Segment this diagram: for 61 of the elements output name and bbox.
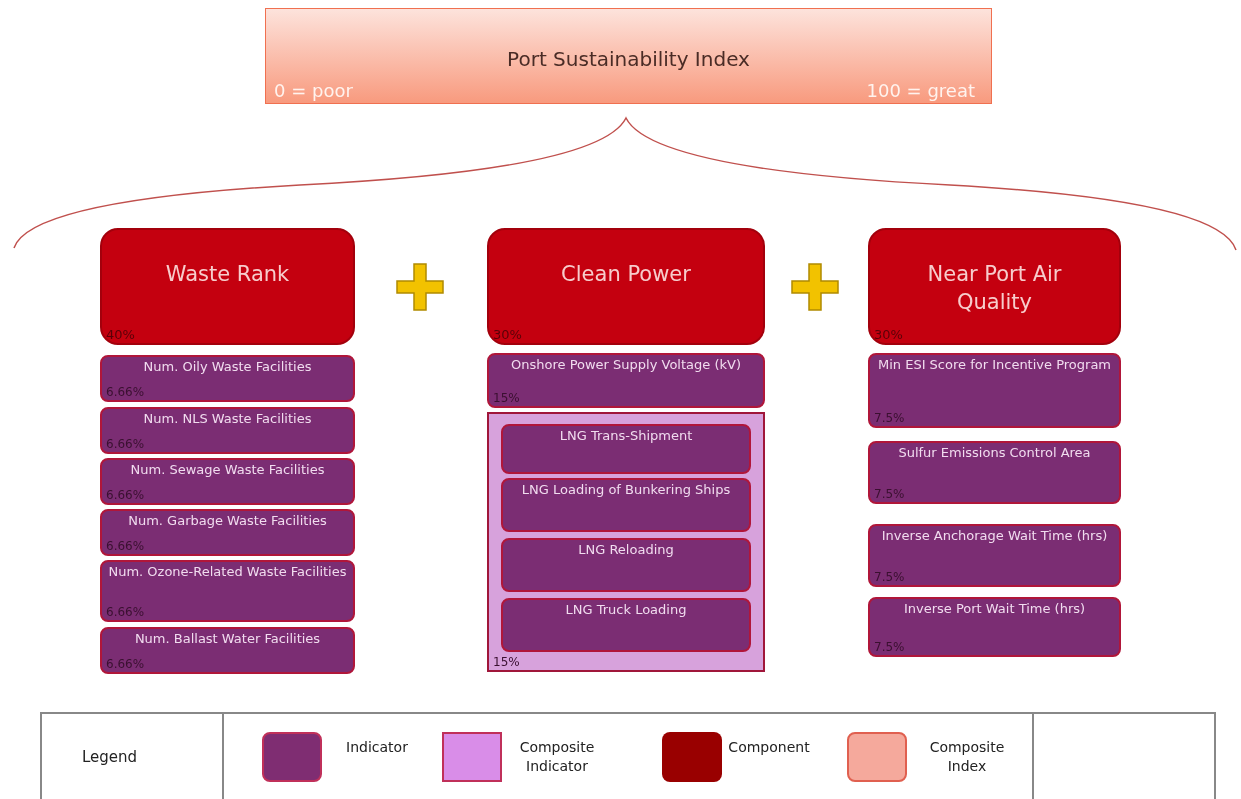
weight-label: 6.66%	[106, 437, 145, 451]
indicator-name: Inverse Port Wait Time (hrs)	[902, 601, 1087, 617]
indicator-name: Num. Oily Waste Facilities	[142, 359, 313, 375]
indicator-box	[868, 353, 1121, 428]
component-box	[868, 228, 1121, 345]
weight-label: 15%	[493, 655, 520, 669]
indicator-box	[100, 509, 355, 556]
indicator-name: Onshore Power Supply Voltage (kV)	[510, 357, 742, 373]
indicator-name: LNG Trans-Shipment	[558, 428, 694, 444]
composite-indicator-box	[487, 412, 765, 672]
scale-label: 0 = poor	[274, 80, 353, 101]
indicator-name: Inverse Anchorage Wait Time (hrs)	[880, 528, 1109, 544]
weight-label: 6.66%	[106, 385, 145, 399]
indicator-name: LNG Loading of Bunkering Ships	[520, 482, 732, 498]
indicator-box	[868, 524, 1121, 587]
indicator-box	[501, 598, 751, 652]
indicator-box	[501, 538, 751, 592]
component-title: Clean Power	[560, 261, 692, 288]
weight-label: 6.66%	[106, 605, 145, 619]
legend-text: Composite Indicator	[518, 738, 596, 776]
weight-label: 7.5%	[874, 570, 905, 584]
indicator-box	[487, 353, 765, 408]
indicator-name: LNG Truck Loading	[564, 602, 688, 618]
weight-label: 30%	[874, 327, 903, 342]
indicator-name: Min ESI Score for Incentive Program	[877, 357, 1112, 373]
indicator-name: LNG Reloading	[577, 542, 675, 558]
index-title: Port Sustainability Index	[506, 47, 751, 71]
indicator-box	[100, 560, 355, 622]
weight-label: 6.66%	[106, 539, 145, 553]
indicator-name: Num. Garbage Waste Facilities	[127, 513, 328, 529]
weight-label: 6.66%	[106, 657, 145, 671]
indicator-box	[501, 478, 751, 532]
legend-text: Indicator	[345, 738, 409, 757]
indicator-box	[100, 458, 355, 505]
indicator-name: Num. Ozone-Related Waste Facilities	[107, 564, 348, 580]
weight-label: 15%	[493, 391, 520, 405]
component-title: Waste Rank	[164, 261, 291, 288]
component-title: Near Port Air Quality	[926, 261, 1063, 316]
weight-label: 30%	[493, 327, 522, 342]
indicator-box	[100, 627, 355, 674]
index-banner	[265, 8, 992, 104]
indicator-box	[100, 407, 355, 454]
indicator-name: Num. Sewage Waste Facilities	[129, 462, 326, 478]
indicator-name: Sulfur Emissions Control Area	[897, 445, 1092, 461]
indicator-name: Num. NLS Waste Facilities	[142, 411, 313, 427]
indicator-box	[100, 355, 355, 402]
indicator-box	[868, 441, 1121, 504]
weight-label: 7.5%	[874, 411, 905, 425]
legend-text: Composite Index	[928, 738, 1006, 776]
legend-text: Component	[727, 738, 811, 757]
weight-label: 7.5%	[874, 487, 905, 501]
weight-label: 7.5%	[874, 640, 905, 654]
legend-heading: Legend	[82, 748, 138, 766]
indicator-box	[501, 424, 751, 474]
weight-label: 40%	[106, 327, 135, 342]
scale-label: 100 = great	[866, 80, 975, 101]
component-box	[100, 228, 355, 345]
indicator-box	[868, 597, 1121, 657]
weight-label: 6.66%	[106, 488, 145, 502]
indicator-name: Num. Ballast Water Facilities	[133, 631, 322, 647]
component-box	[487, 228, 765, 345]
